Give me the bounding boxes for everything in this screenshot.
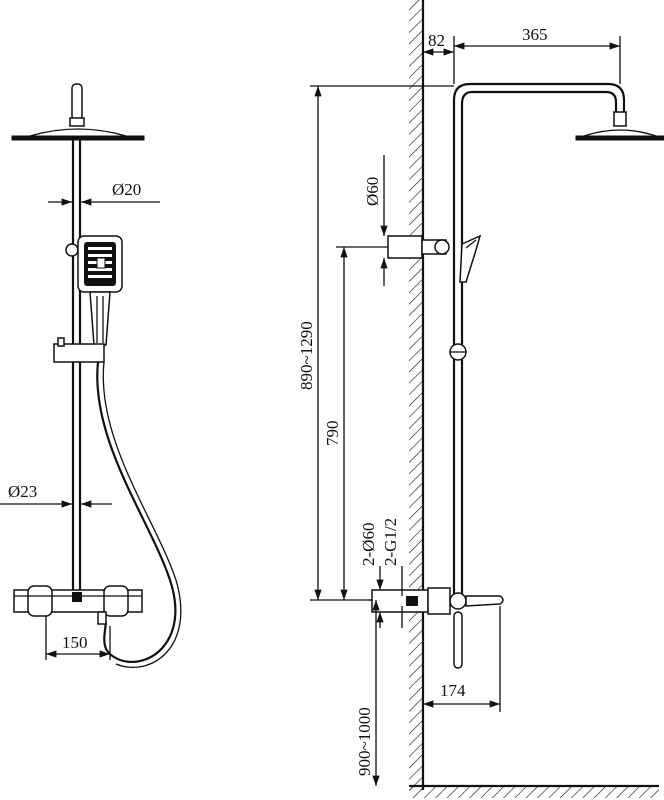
side-lower-outlet bbox=[453, 611, 463, 669]
dim-mixer-pipe-diameter: Ø23 bbox=[8, 482, 37, 501]
front-rain-head-top bbox=[29, 128, 127, 137]
dim-flange-count-diameter: 2-Ø60 bbox=[359, 523, 378, 566]
front-slider-bracket bbox=[53, 343, 105, 363]
front-rain-head bbox=[11, 135, 145, 141]
side-mixer-body bbox=[427, 587, 451, 615]
wall-hatch bbox=[409, 0, 423, 790]
side-head-joint bbox=[613, 111, 627, 127]
floor-hatch bbox=[409, 786, 659, 798]
dim-rail-diameter: Ø20 bbox=[112, 180, 141, 199]
front-view: Ø20 Ø23 bbox=[0, 83, 182, 669]
side-spout bbox=[465, 595, 504, 607]
front-mixer-left-knob bbox=[27, 585, 53, 617]
front-hose-inner bbox=[102, 361, 182, 669]
front-hand-shower-handle bbox=[89, 291, 111, 346]
side-hand-shower bbox=[459, 234, 482, 283]
front-holder-knob bbox=[65, 243, 79, 257]
front-mixer-right-knob bbox=[103, 585, 129, 617]
front-arm-stub bbox=[71, 83, 83, 121]
dim-mixer-depth: 150 bbox=[62, 633, 88, 652]
dim-arm-reach: 365 bbox=[522, 25, 548, 44]
side-view: 82 365 Ø60 890~1290 790 2-Ø60 2-G1/2 900… bbox=[297, 0, 664, 798]
dim-spout-projection: 174 bbox=[440, 681, 466, 700]
front-hose-outer bbox=[96, 361, 177, 663]
dim-inlet-thread: 2-G1/2 bbox=[381, 518, 400, 566]
dim-rail-height: 790 bbox=[323, 421, 342, 447]
side-bottom-flange bbox=[371, 589, 429, 613]
side-arm-inner bbox=[460, 90, 618, 112]
dim-wall-offset: 82 bbox=[428, 31, 445, 50]
dim-total-height-range: 890~1290 bbox=[297, 321, 316, 390]
front-mixer-outlet bbox=[97, 611, 107, 625]
dim-top-flange-diameter: Ø60 bbox=[363, 177, 382, 206]
front-arm-joint bbox=[69, 117, 85, 127]
front-hand-shower-nozzles bbox=[88, 247, 112, 278]
side-top-flange bbox=[387, 235, 423, 259]
dim-mixer-height-range: 900~1000 bbox=[355, 707, 374, 776]
side-arm-outer bbox=[452, 82, 626, 112]
side-rain-head bbox=[575, 135, 664, 141]
